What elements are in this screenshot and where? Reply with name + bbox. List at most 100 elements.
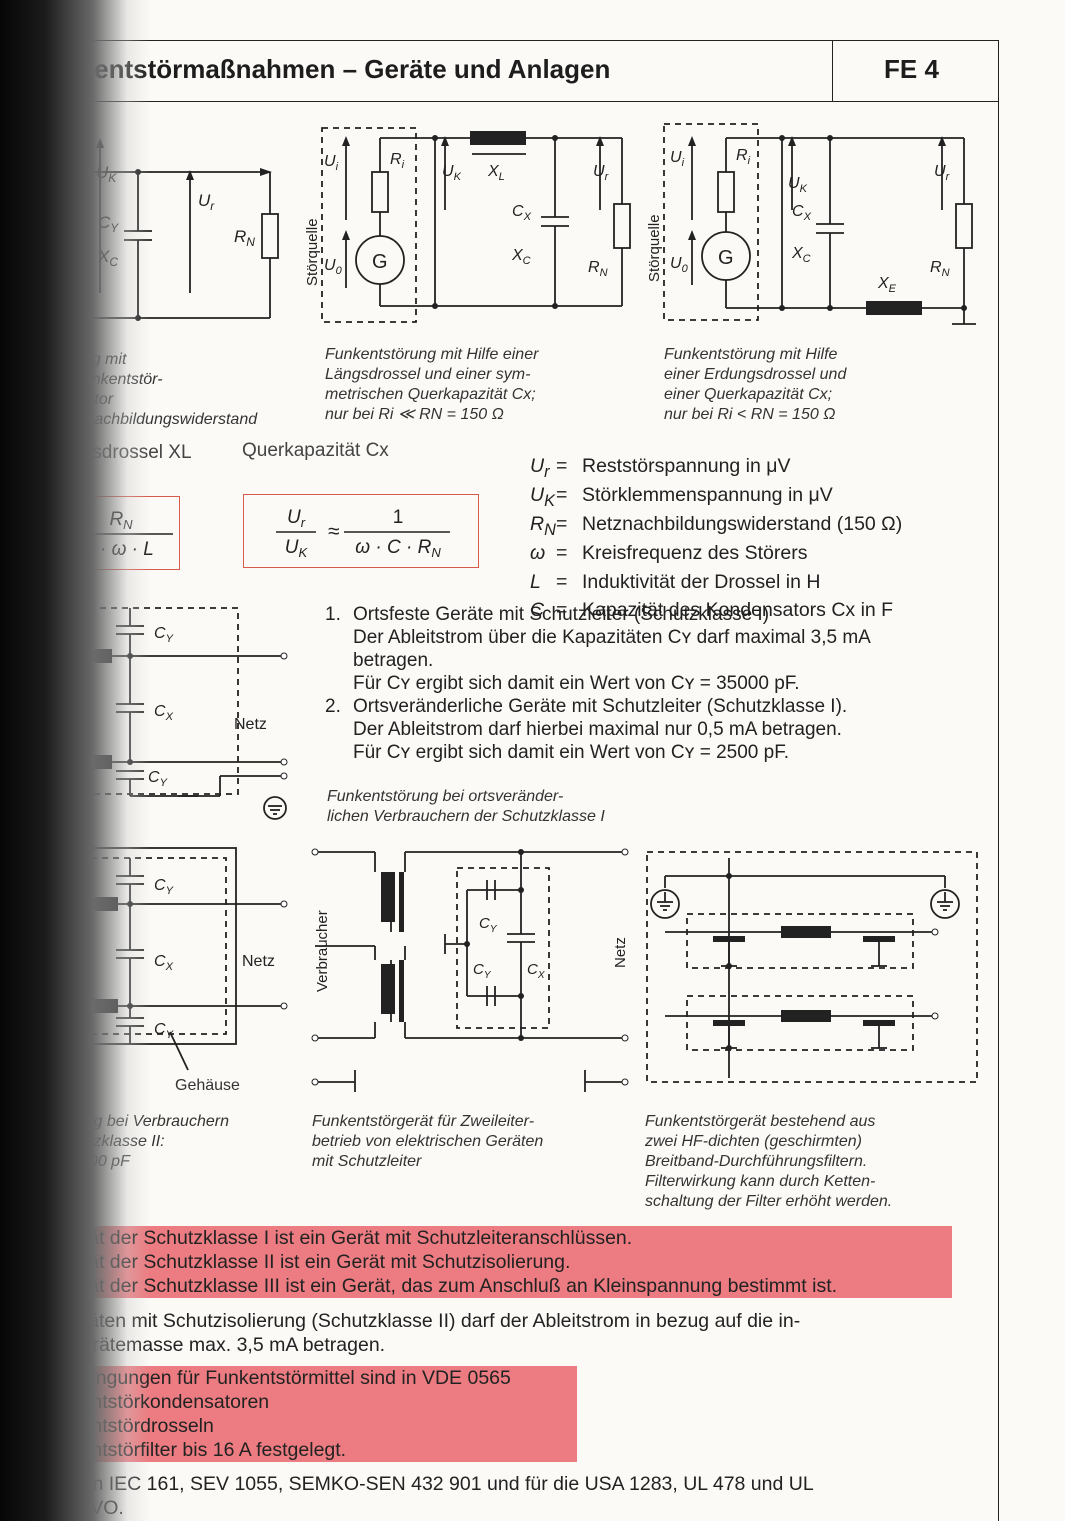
svg-text:UK: UK xyxy=(788,175,808,195)
svg-text:Ri: Ri xyxy=(390,151,405,171)
svg-text:CY: CY xyxy=(148,769,168,789)
c3-generator-symbol: G xyxy=(718,247,734,269)
svg-text:CX: CX xyxy=(792,203,812,223)
heading-drossel: Längsdrossel XL xyxy=(50,442,192,463)
svg-text:UK: UK xyxy=(96,163,117,185)
c4-cy-top-label: C xyxy=(154,625,166,642)
c2-uo-label: U xyxy=(324,257,336,274)
page-code: FE 4 xyxy=(884,54,939,84)
svg-text:Ui: Ui xyxy=(670,149,685,169)
circuit-capacitor-filter: UK Ur CY XC RN G xyxy=(35,138,279,321)
svg-text:XC: XC xyxy=(791,245,811,265)
svg-text:CX: CX xyxy=(527,961,545,981)
c5-cy-top-label: C xyxy=(154,877,166,894)
formula-capacitor-box: Ur UK ≈ 1 ω · C · RN xyxy=(243,494,479,568)
c6-cy-bottom-label: C xyxy=(473,961,484,978)
f2-lhs-den: U xyxy=(285,537,299,558)
f2-rhs-num: 1 xyxy=(393,507,404,528)
svg-text:XC: XC xyxy=(97,247,118,269)
c4-cy-bottom-label: C xyxy=(148,769,160,786)
c3-xc-label: X xyxy=(791,245,804,262)
c3-rn-label: R xyxy=(930,259,942,276)
c1-cy-label: C xyxy=(98,213,111,232)
svg-text:RN: RN xyxy=(930,259,950,279)
f2-rhs-den: ω · C · R xyxy=(355,537,431,558)
svg-text:Ur: Ur xyxy=(287,507,306,530)
c4-cx-label: C xyxy=(154,703,166,720)
f1-denominator: 2 · ω · L xyxy=(83,539,154,560)
c2-ri-label: R xyxy=(390,151,402,168)
c3-xe-label: X xyxy=(877,275,890,292)
svg-text:CY: CY xyxy=(154,625,174,645)
page-frame xyxy=(18,40,999,1521)
c6-verbraucher-label: Verbraucher xyxy=(314,910,331,992)
c3-uk-label: U xyxy=(788,175,800,192)
heading-querkapazitaet: Querkapazität Cx xyxy=(242,440,389,461)
c2-cx-label: C xyxy=(512,203,524,220)
c6-cx-label: C xyxy=(527,961,538,978)
svg-text:XL: XL xyxy=(487,163,505,183)
c5-gehaeuse-label: Gehäuse xyxy=(175,1077,240,1094)
svg-text:CX: CX xyxy=(512,203,532,223)
c4-netz-label: Netz xyxy=(234,716,267,733)
f2-lhs-num: U xyxy=(287,507,301,528)
page-title: Funkentstörmaßnahmen – Geräte und Anlage… xyxy=(32,54,611,84)
f2-approx: ≈ xyxy=(328,520,340,543)
circuit-series-choke: Ui Ri UK XL Ur CX XC RN U0 G Störquelle xyxy=(304,127,631,323)
c3-source-label: Störquelle xyxy=(646,214,663,282)
svg-text:UK: UK xyxy=(442,163,462,183)
svg-text:ω · C · RN: ω · C · RN xyxy=(355,537,441,560)
svg-text:CY: CY xyxy=(154,877,174,897)
circuit-class-two-filter: CY CX CY Netz xyxy=(25,847,288,1071)
caption-circuit-6: Funkentstörgerät für Zweileiter-betrieb … xyxy=(312,1113,544,1170)
c2-xl-label: X xyxy=(487,163,500,180)
svg-text:Ri: Ri xyxy=(736,147,751,167)
definition-row: UK=Störklemmenspannung in μV xyxy=(530,483,833,510)
c3-ur-label: U xyxy=(934,163,946,180)
definition-row: RN=Netznachbildungswiderstand (150 Ω) xyxy=(530,512,903,539)
svg-text:CX: CX xyxy=(154,953,174,973)
circuit-earth-choke: Ui Ri UK CX XC Ur RN XE U0 G Störquelle xyxy=(646,123,976,325)
c3-uo-label: U xyxy=(670,255,682,272)
c2-xc-label: X xyxy=(511,247,524,264)
international-standards-paragraph: Es gelten IEC 161, SEV 1055, SEMKO-SEN 4… xyxy=(22,1473,814,1519)
c5-cy-bottom-label: C xyxy=(154,1021,166,1038)
c2-rn-label: R xyxy=(588,259,600,276)
protection-class-definitions: Ein Gerät der Schutzklasse I ist ein Ger… xyxy=(18,1226,952,1298)
c3-ri-label: R xyxy=(736,147,748,164)
svg-text:UK: UK xyxy=(285,537,309,560)
leakage-current-notes: 1. Ortsfeste Geräte mit Schutzleiter (Sc… xyxy=(325,603,871,764)
leakage-current-paragraph: Bei Geräten mit Schutzisolierung (Schutz… xyxy=(22,1310,801,1356)
definition-row: C=Kapazität des Kondensators Cx in F xyxy=(530,599,894,622)
note-item: 2. Ortsveränderliche Geräte mit Schutzle… xyxy=(325,696,848,763)
circuit-feedthrough-filters xyxy=(646,851,978,1083)
svg-text:Ur: Ur xyxy=(934,163,951,183)
c3-ui-label: U xyxy=(670,149,682,166)
c2-source-label: Störquelle xyxy=(304,218,321,286)
svg-text:CY: CY xyxy=(154,1021,174,1041)
svg-text:Ur: Ur xyxy=(198,191,215,213)
svg-text:Ui: Ui xyxy=(324,153,339,173)
header-code-divider xyxy=(832,40,833,101)
c2-generator-symbol: G xyxy=(372,251,388,273)
c2-ui-label: U xyxy=(324,153,336,170)
definition-row: ω=Kreisfrequenz des Störers xyxy=(530,541,808,564)
definition-row: Ur=Reststörspannung in μV xyxy=(530,455,791,481)
c6-netz-label: Netz xyxy=(612,937,629,968)
c6-cy-top-label: C xyxy=(479,915,490,932)
c1-xc-label: X xyxy=(97,247,110,266)
c5-netz-label: Netz xyxy=(242,953,275,970)
formula-choke-box: RN 2 · ω · L xyxy=(20,496,180,570)
c1-generator-symbol: G xyxy=(51,256,67,278)
symbol-definitions: Ur=Reststörspannung in μV UK=Störklemmen… xyxy=(530,455,902,628)
c3-cx-label: C xyxy=(792,203,804,220)
c5-isolierung-label: Isolierung xyxy=(22,1077,92,1094)
c2-uk-label: U xyxy=(442,163,454,180)
c5-cx-label: C xyxy=(154,953,166,970)
svg-text:XC: XC xyxy=(511,247,531,267)
c1-ur-label: U xyxy=(198,191,211,210)
